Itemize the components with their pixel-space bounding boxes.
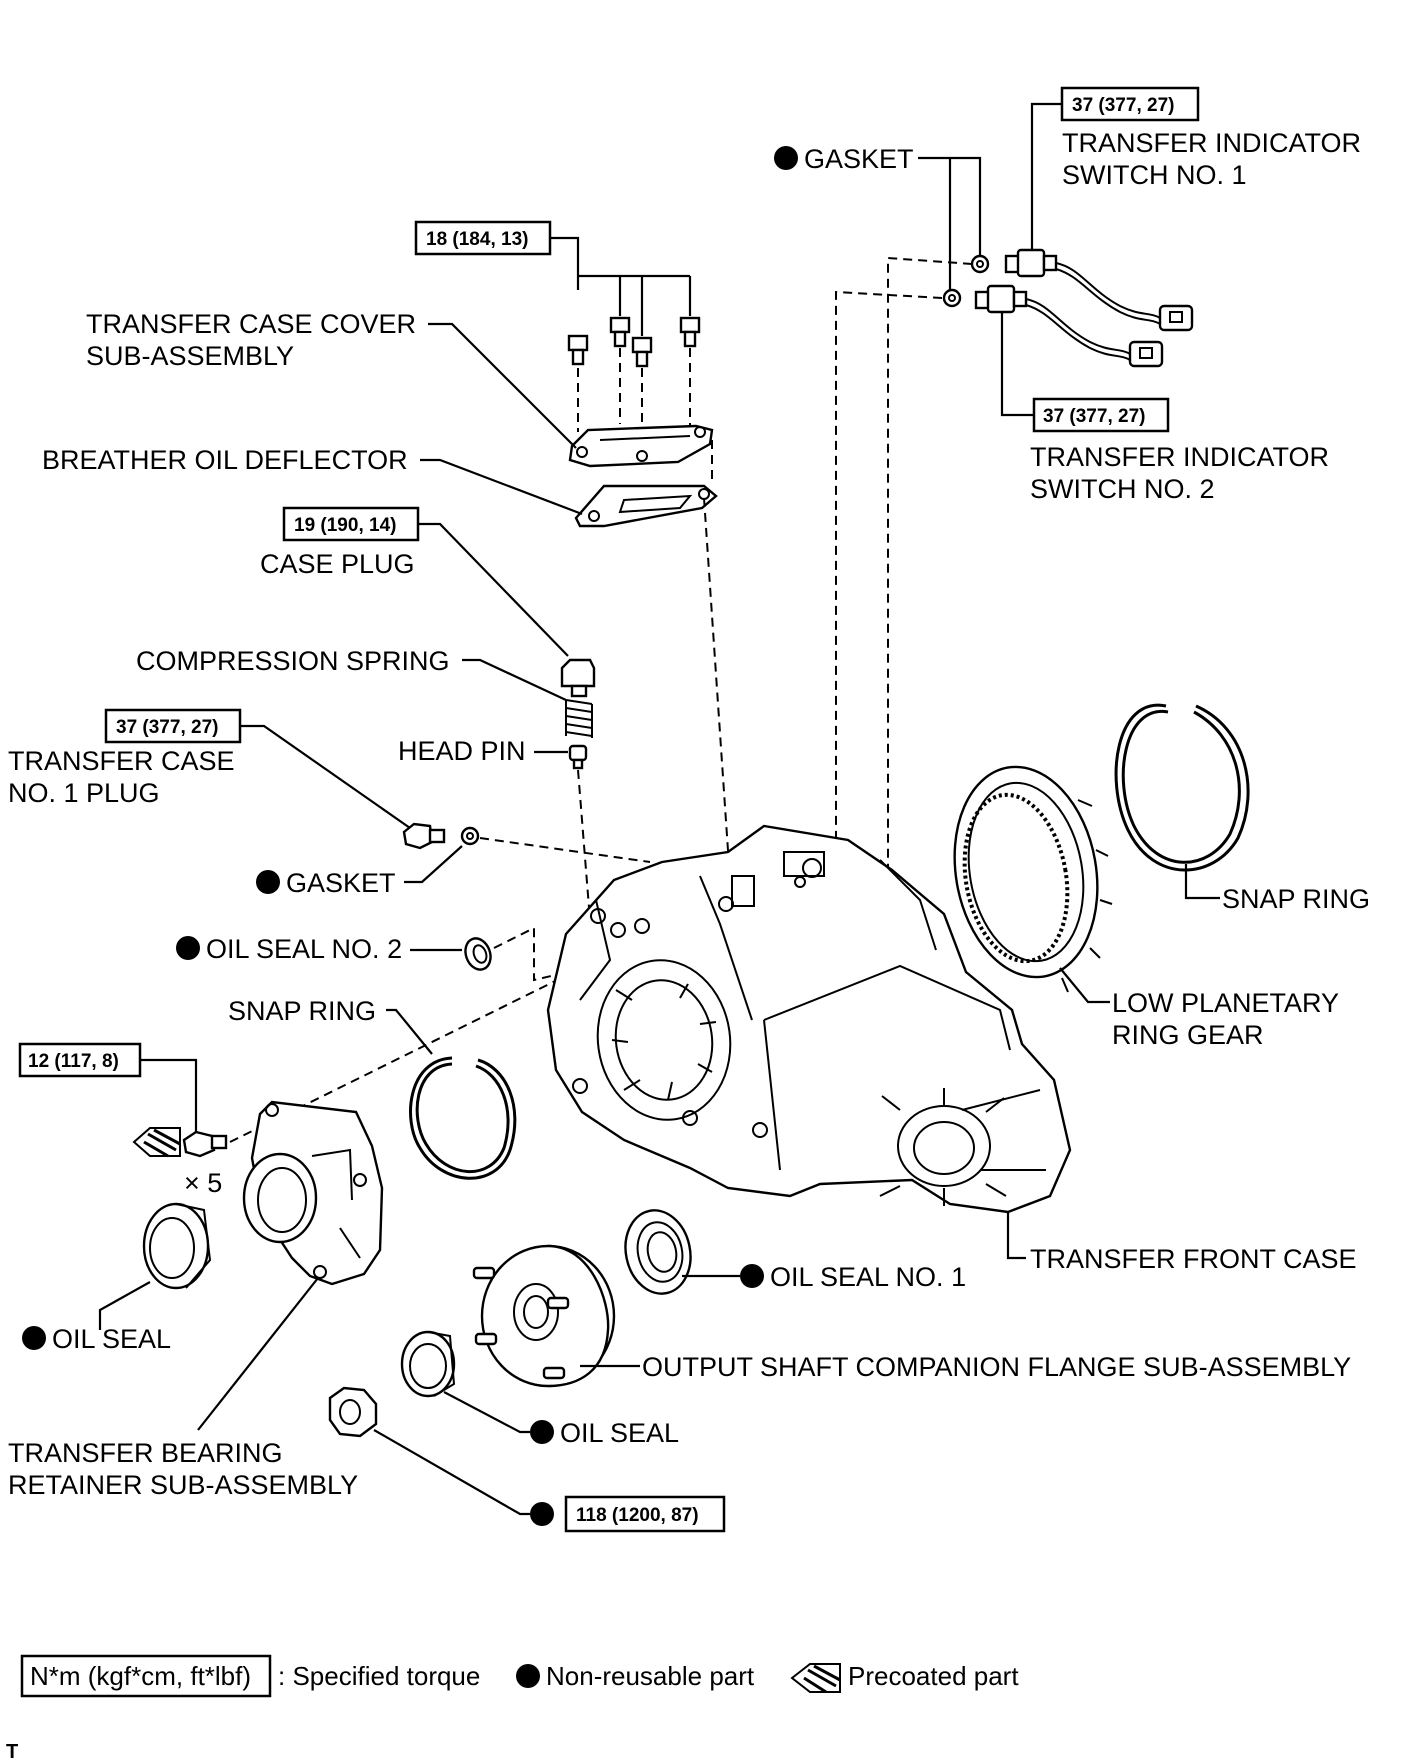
torque-cover: 18 (184, 13)	[426, 229, 528, 250]
transfer-indicator-switch-1	[1004, 248, 1194, 332]
non-reusable-bullet	[516, 1664, 540, 1688]
case-plug	[560, 658, 596, 698]
cover-label-line1: TRANSFER CASE COVER	[86, 309, 416, 339]
output-shaft-companion-flange	[472, 1244, 616, 1388]
transfer-bearing-retainer	[242, 1100, 384, 1286]
companion-flange-nut	[328, 1386, 378, 1438]
snap-ring-right-label: SNAP RING	[1222, 884, 1370, 914]
snap-ring-left	[409, 1056, 517, 1180]
oil-seal-no1-label: OIL SEAL NO. 1	[770, 1262, 966, 1292]
non-reusable-bullet	[176, 936, 200, 960]
case-plug-label: CASE PLUG	[260, 549, 415, 579]
transfer-front-case	[546, 824, 1072, 1214]
torque-switch-2: 37 (377, 27)	[1043, 406, 1145, 427]
no1-plug-label-line1: TRANSFER CASE	[8, 746, 235, 776]
low-planetary-ring-gear	[953, 765, 1113, 993]
breather-oil-deflector-label: BREATHER OIL DEFLECTOR	[42, 445, 408, 475]
oil-seal-no2-label: OIL SEAL NO. 2	[206, 934, 402, 964]
non-reusable-bullet	[530, 1420, 554, 1444]
low-planetary-label-line2: RING GEAR	[1112, 1020, 1264, 1050]
torque-box-no1-plug	[104, 708, 242, 744]
oil-seal-bottom	[400, 1330, 456, 1398]
switch-1-label-line2: SWITCH NO. 1	[1062, 160, 1247, 190]
transfer-front-case-label: TRANSFER FRONT CASE	[1030, 1244, 1357, 1274]
legend-torque-box	[20, 1654, 272, 1698]
transfer-case-cover	[568, 424, 714, 468]
legend-torque-unit: N*m (kgf*cm, ft*lbf)	[30, 1661, 251, 1691]
non-reusable-bullet	[22, 1326, 46, 1350]
precoated-bolt	[182, 1130, 228, 1158]
torque-no1-plug: 37 (377, 27)	[116, 717, 218, 738]
bolt-quantity: × 5	[184, 1168, 222, 1198]
low-planetary-label-line1: LOW PLANETARY	[1112, 988, 1339, 1018]
legend-precoated-text: Precoated part	[848, 1661, 1019, 1691]
non-reusable-bullet	[774, 146, 798, 170]
legend: N*m (kgf*cm, ft*lbf) : Specified torque …	[20, 1654, 1019, 1698]
gasket-washer-2	[942, 288, 962, 308]
legend-nonreusable-text: Non-reusable part	[546, 1661, 755, 1691]
torque-box-switch-1	[1060, 86, 1200, 122]
footer-code: T	[6, 1741, 18, 1763]
torque-case-plug: 19 (190, 14)	[294, 515, 396, 536]
oil-seal-left	[142, 1202, 212, 1290]
oil-seal-bottom-label: OIL SEAL	[560, 1418, 679, 1448]
snap-ring-right	[1114, 703, 1250, 872]
breather-oil-deflector	[574, 484, 718, 528]
switch-2-label-line2: SWITCH NO. 2	[1030, 474, 1215, 504]
torque-switch-1: 37 (377, 27)	[1072, 95, 1174, 116]
compression-spring-label: COMPRESSION SPRING	[136, 646, 450, 676]
switch-2-label-line1: TRANSFER INDICATOR	[1030, 442, 1329, 472]
transfer-indicator-switch-2	[974, 284, 1164, 368]
cover-label-line2: SUB-ASSEMBLY	[86, 341, 294, 371]
non-reusable-bullet	[740, 1264, 764, 1288]
head-pin	[568, 744, 588, 770]
precoated-arrow-icon	[790, 1663, 841, 1694]
retainer-label-line1: TRANSFER BEARING	[8, 1438, 283, 1468]
non-reusable-bullet	[530, 1502, 554, 1526]
oil-seal-left-label: OIL SEAL	[52, 1324, 171, 1354]
gasket-mid-label: GASKET	[286, 868, 396, 898]
retainer-label-line2: RETAINER SUB-ASSEMBLY	[8, 1470, 358, 1500]
torque-nut: 118 (1200, 87)	[576, 1505, 699, 1526]
head-pin-label: HEAD PIN	[398, 736, 526, 766]
transfer-case-no1-plug	[402, 822, 446, 850]
precoated-arrow-icon	[132, 1127, 181, 1158]
torque-bolt: 12 (117, 8)	[28, 1051, 119, 1072]
gasket-top-label: GASKET	[804, 144, 914, 174]
oil-seal-no2	[464, 937, 492, 971]
legend-torque-text: : Specified torque	[278, 1661, 480, 1691]
companion-flange-label: OUTPUT SHAFT COMPANION FLANGE SUB-ASSEMB…	[642, 1352, 1351, 1382]
compression-spring	[565, 699, 593, 738]
gasket-mid-washer	[460, 826, 480, 846]
torque-box-switch-2	[1032, 397, 1170, 433]
cover-bolts	[567, 316, 701, 368]
gasket-washer-1	[970, 254, 990, 274]
switch-1-label-line1: TRANSFER INDICATOR	[1062, 128, 1361, 158]
snap-ring-left-label: SNAP RING	[228, 996, 376, 1026]
oil-seal-no1	[624, 1209, 692, 1295]
non-reusable-bullet	[256, 870, 280, 894]
torque-box-nut	[564, 1495, 726, 1533]
no1-plug-label-line2: NO. 1 PLUG	[8, 778, 160, 808]
torque-box-cover	[414, 220, 552, 256]
